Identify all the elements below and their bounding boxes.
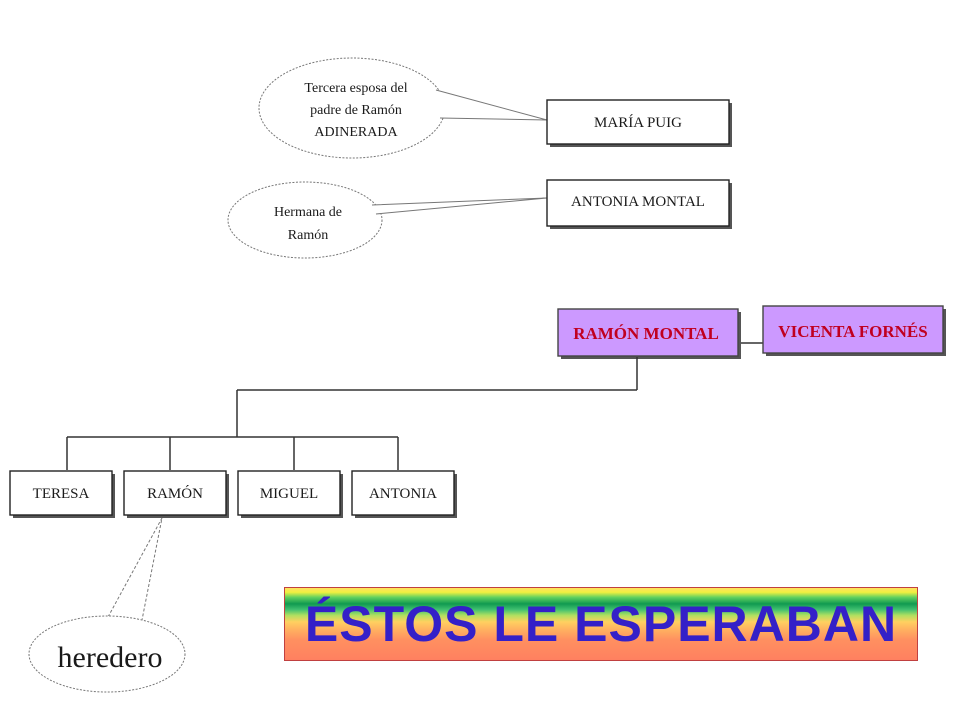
- banner-text: ÉSTOS LE ESPERABAN: [304, 596, 898, 652]
- callout-sister-bubble: [227, 181, 383, 259]
- node-child-ramon-label: RAMÓN: [147, 485, 203, 502]
- node-child-antonia: ANTONIA: [351, 470, 457, 518]
- node-maria-puig-label: MARÍA PUIG: [594, 114, 682, 131]
- callout-heir-pointer: [107, 517, 163, 621]
- node-antonia-montal-label: ANTONIA MONTAL: [571, 194, 705, 210]
- callout-wife-line-3: ADINERADA: [314, 125, 398, 140]
- node-child-teresa: TERESA: [9, 470, 115, 518]
- node-ramon-montal: RAMÓN MONTAL: [557, 308, 741, 359]
- callout-wife-line-1: Tercera esposa del: [304, 81, 407, 96]
- callout-sister: Hermana de Ramón: [227, 181, 548, 259]
- node-vicenta-fornes-label: VICENTA FORNÉS: [778, 322, 927, 341]
- callout-heir-label: heredero: [58, 641, 163, 674]
- node-vicenta-fornes: VICENTA FORNÉS: [762, 305, 946, 356]
- callout-sister-pointer: [371, 197, 548, 215]
- callout-wife-pointer: [435, 89, 548, 121]
- tree-connectors: [66, 357, 638, 470]
- banner: ÉSTOS LE ESPERABAN: [284, 587, 918, 661]
- node-antonia-montal: ANTONIA MONTAL: [546, 179, 732, 229]
- node-child-miguel: MIGUEL: [237, 470, 343, 518]
- callout-wife: Tercera esposa del padre de Ramón ADINER…: [258, 57, 548, 159]
- node-ramon-montal-label: RAMÓN MONTAL: [573, 324, 719, 343]
- callout-heir-bubble: [28, 615, 186, 693]
- node-child-ramon: RAMÓN: [123, 470, 229, 518]
- callout-sister-line-1: Hermana de: [274, 205, 342, 220]
- callout-heir: heredero: [28, 517, 186, 693]
- node-child-teresa-label: TERESA: [33, 486, 90, 502]
- callout-wife-line-2: padre de Ramón: [310, 103, 402, 118]
- node-child-miguel-label: MIGUEL: [260, 486, 318, 502]
- node-child-antonia-label: ANTONIA: [369, 486, 437, 502]
- callout-sister-line-2: Ramón: [288, 228, 328, 243]
- node-maria-puig: MARÍA PUIG: [546, 99, 732, 147]
